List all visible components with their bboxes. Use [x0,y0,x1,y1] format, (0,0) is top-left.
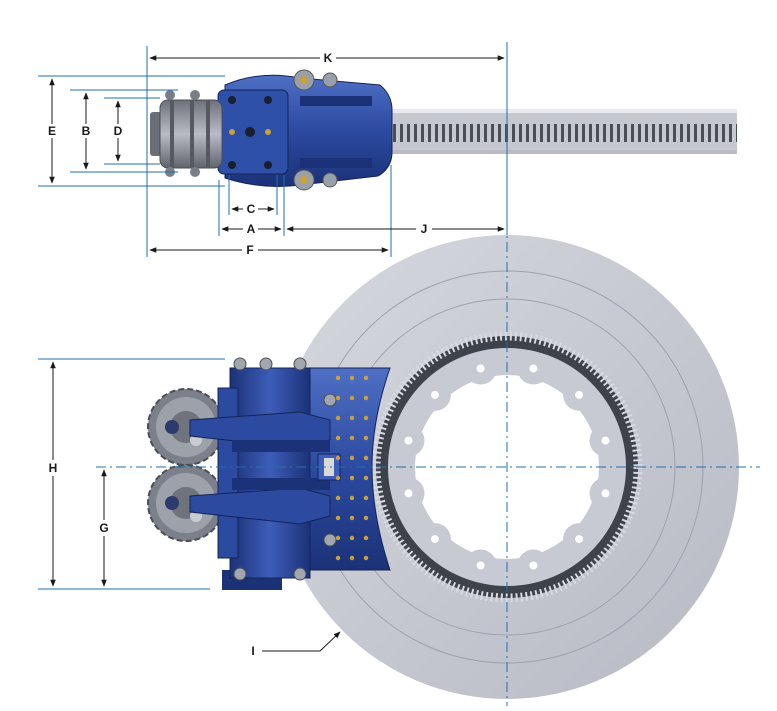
caliper-fastener [335,475,341,481]
top-view: K E B D C A J F [38,46,737,257]
hub-tab-hole [529,364,538,373]
caliper-fastener [363,535,369,541]
front-caliper-frame [189,367,391,590]
front-view: H G I [38,42,760,706]
caliper-fastener [363,435,369,441]
top-caliper-bolts [293,69,338,191]
hub-tab-hole [575,390,584,399]
caliper-fastener [363,395,369,401]
top-actuator [150,90,223,177]
caliper-fastener [335,455,341,461]
hub-tab-hole [601,489,610,498]
dim-label-i: I [251,644,254,658]
caliper-fastener [349,375,355,381]
hub-tab-hole [575,535,584,544]
caliper-fastener [363,455,369,461]
caliper-fastener [349,415,355,421]
caliper-bolt [259,357,273,371]
front-extension-lines [38,42,760,706]
caliper-fastener [363,555,369,561]
hub-tab-hole [430,535,439,544]
caliper-fastener [363,475,369,481]
caliper-fastener [349,455,355,461]
dim-label-g: G [99,521,108,535]
dim-label-f: F [246,243,253,257]
top-dimension-lines [49,55,505,253]
dim-label-j: J [421,222,428,236]
front-dimension-labels: H G I [49,461,255,658]
disc-hub-tabs [392,352,622,582]
hub-tab-hole [404,436,413,445]
dim-label-k: K [324,51,333,65]
caliper-bolt [323,393,337,407]
caliper-fastener [335,515,341,521]
caliper-fastener [335,415,341,421]
hub-tab-hole [404,489,413,498]
hub-tab-hole [476,561,485,570]
caliper-fastener [335,435,341,441]
caliper-bolt [323,533,337,547]
dim-label-b: B [82,124,91,138]
caliper-fastener [349,515,355,521]
caliper-fastener [335,495,341,501]
caliper-fastener [349,535,355,541]
caliper-fastener [349,435,355,441]
caliper-fastener [335,375,341,381]
caliper-fastener [349,395,355,401]
dim-label-h: H [49,461,58,475]
caliper-fastener [349,495,355,501]
front-dimension-lines [50,361,341,652]
caliper-fastener [349,555,355,561]
hub-tab-hole [601,436,610,445]
caliper-fastener [349,475,355,481]
dim-label-e: E [48,124,56,138]
dim-label-c: C [247,202,256,216]
top-dimension-labels: K E B D C A J F [48,51,427,257]
hub-tab-hole [476,364,485,373]
caliper-bolt [293,567,307,581]
caliper-fastener [363,375,369,381]
caliper-fastener [363,495,369,501]
hub-tab-hole [529,561,538,570]
caliper-fastener [335,535,341,541]
caliper-fastener [335,395,341,401]
caliper-fastener [363,415,369,421]
hub-tab-hole [430,390,439,399]
caliper-fastener [363,515,369,521]
front-actuators [147,388,225,542]
front-caliper-bolts [233,357,369,581]
dim-label-a: A [247,222,256,236]
dim-label-d: D [114,124,123,138]
caliper-bolt [293,357,307,371]
caliper-bolt [233,357,247,371]
caliper-bolt [233,567,247,581]
caliper-fastener [335,555,341,561]
